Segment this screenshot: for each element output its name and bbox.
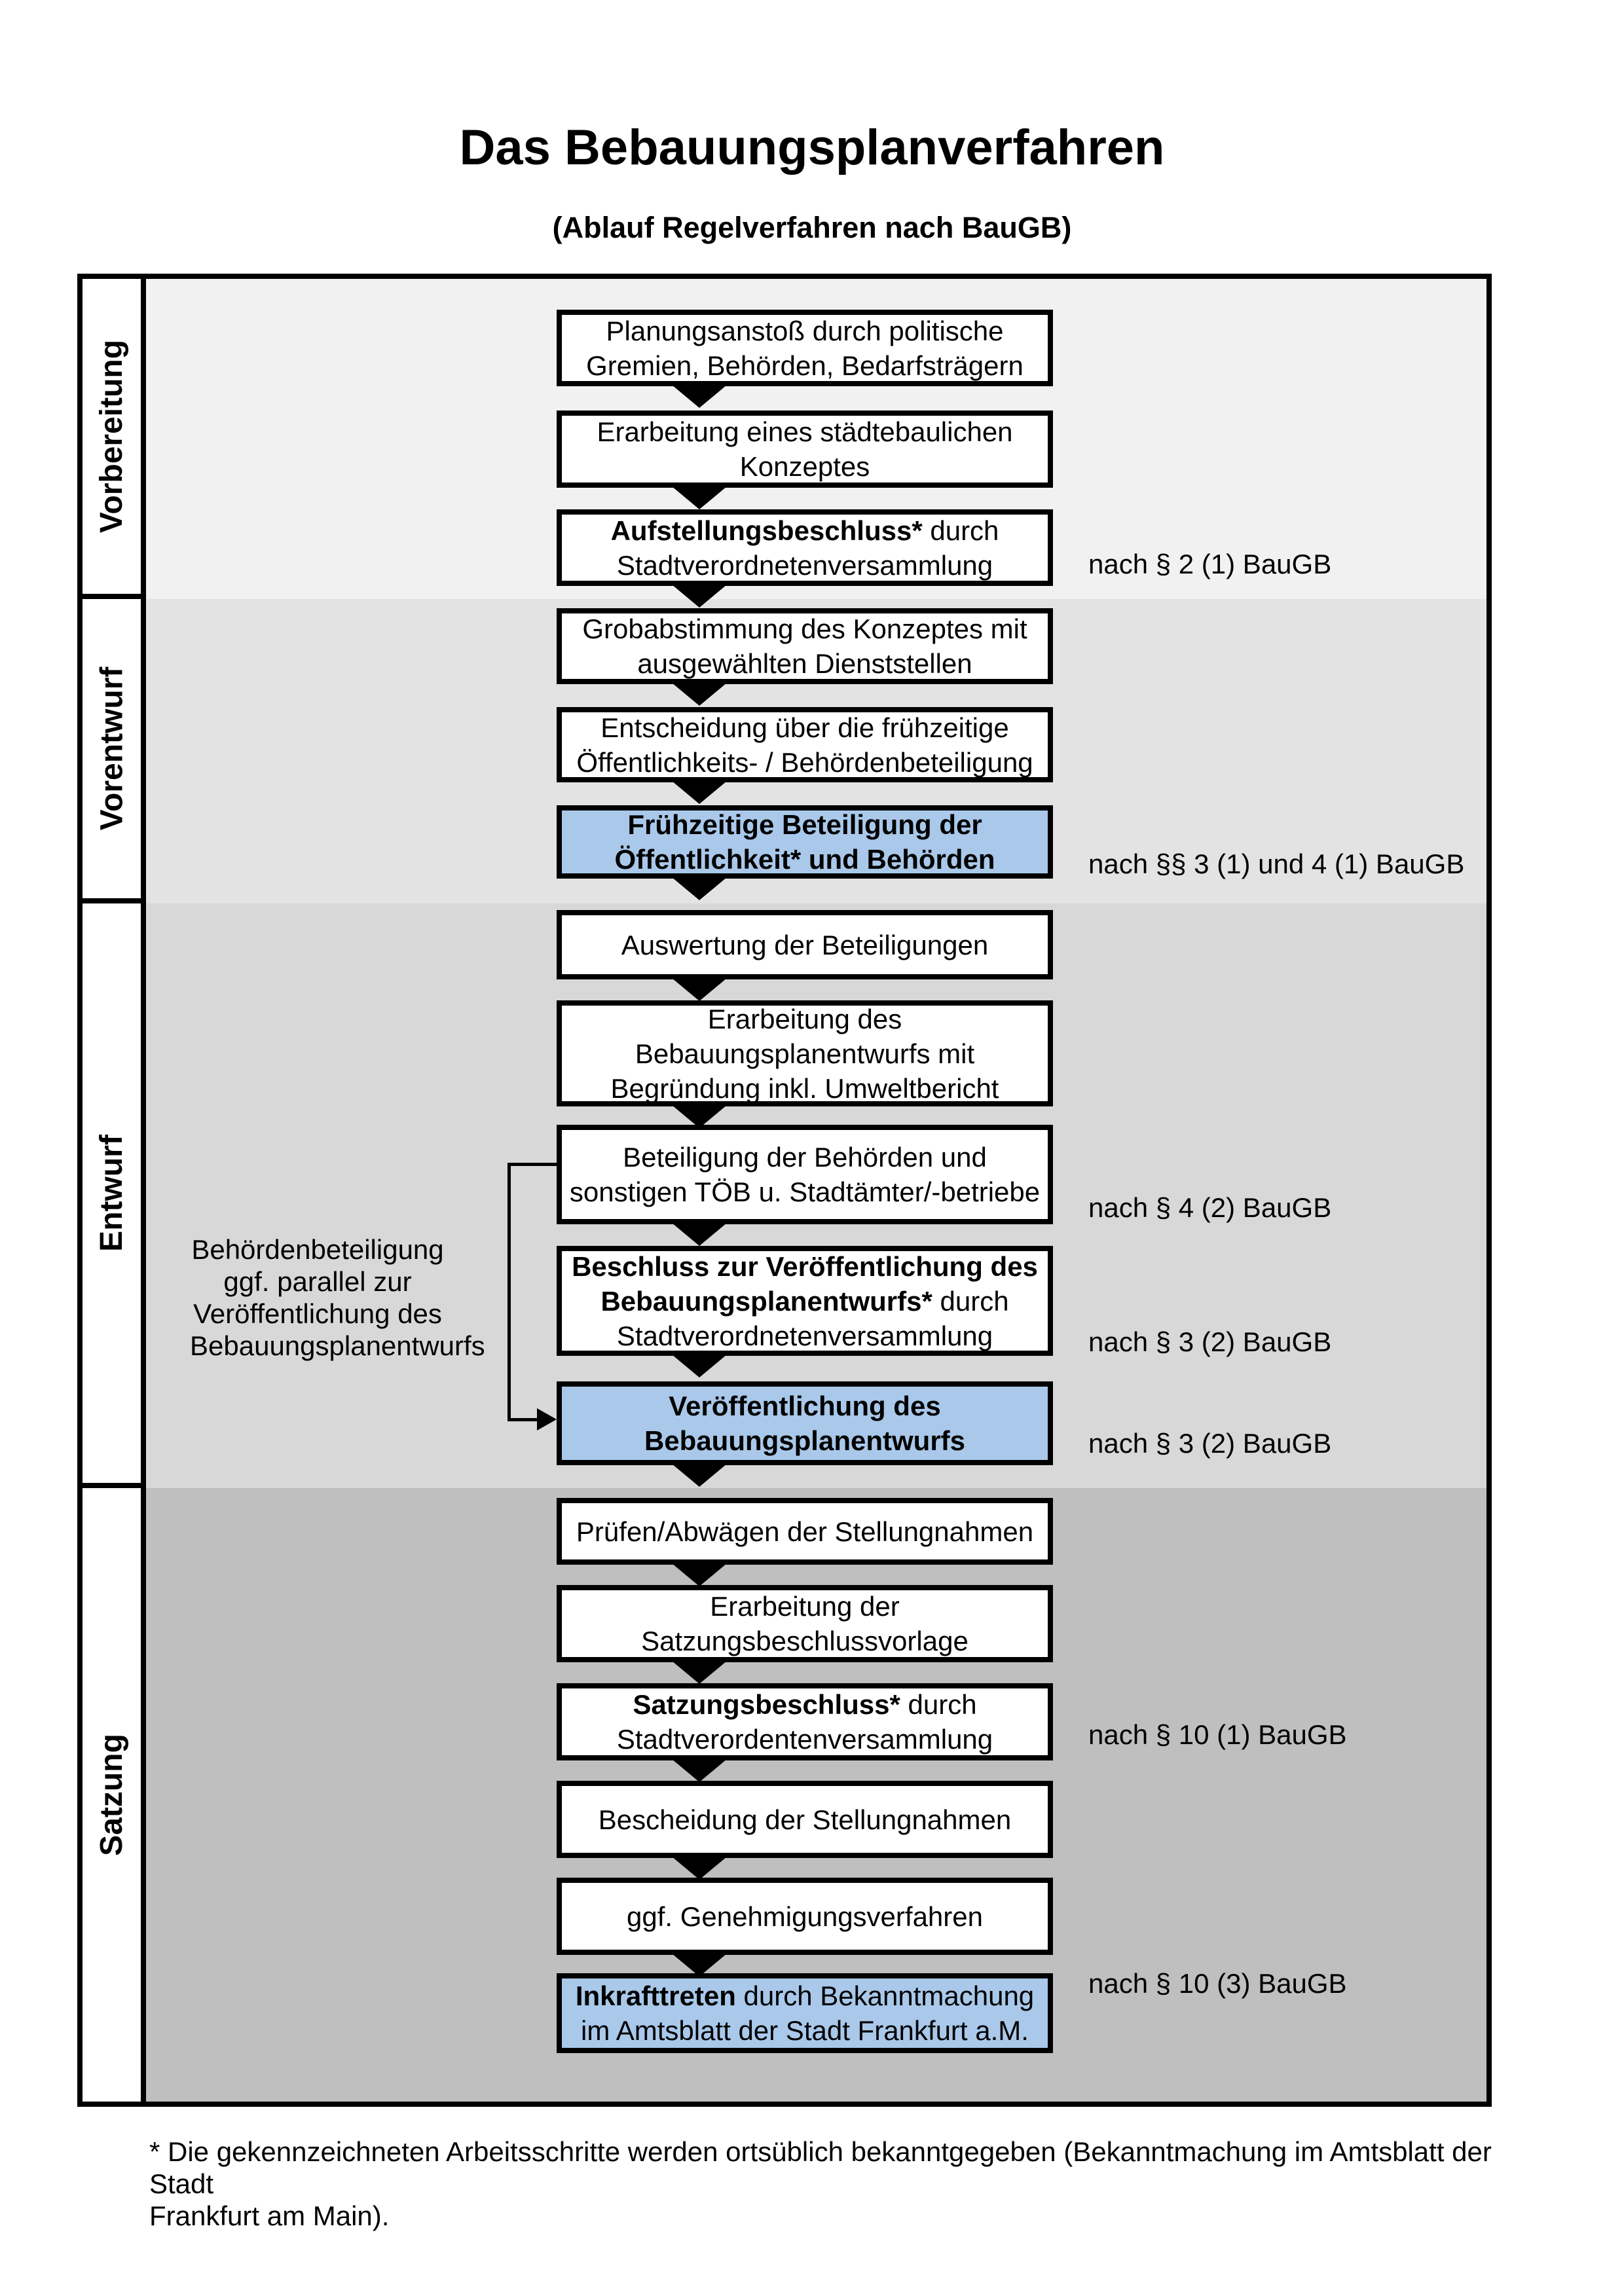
flow-arrow-down-icon bbox=[668, 778, 731, 804]
flow-arrow-down-icon bbox=[668, 1461, 731, 1487]
step-text: Beschluss zur Veröffentlichung des Bebau… bbox=[562, 1249, 1048, 1353]
step-plain-text: Bescheidung der Stellungnahmen bbox=[598, 1804, 1012, 1835]
step-text: Inkrafttreten durch Bekanntmachung im Am… bbox=[562, 1978, 1048, 2048]
flow-arrow-down-icon bbox=[668, 1658, 731, 1684]
flow-arrow-down-icon bbox=[668, 483, 731, 509]
connector-line bbox=[507, 1163, 557, 1166]
phase-cell-satzung: Satzung bbox=[83, 1488, 141, 2102]
phase-label-entwurf: Entwurf bbox=[94, 1135, 130, 1252]
legal-reference: nach § 3 (2) BauGB bbox=[1088, 1326, 1332, 1357]
step-text: Frühzeitige Beteiligung der Öffentlichke… bbox=[562, 807, 1048, 877]
step-box-aufstellungsbeschluss: Aufstellungsbeschluss* durch Stadtverord… bbox=[557, 509, 1053, 586]
step-box-auswertung: Auswertung der Beteiligungen bbox=[557, 910, 1053, 979]
step-box-entscheidung-beteiligung: Entscheidung über die frühzeitige Öffent… bbox=[557, 707, 1053, 782]
step-box-satzungsvorlage: Erarbeitung der Satzungsbeschlussvorlage bbox=[557, 1585, 1053, 1662]
footnote: * Die gekennzeichneten Arbeitsschritte w… bbox=[149, 2136, 1492, 2231]
flow-arrow-down-icon bbox=[668, 1102, 731, 1128]
step-plain-text: Prüfen/Abwägen der Stellungnahmen bbox=[576, 1516, 1034, 1547]
step-text: Aufstellungsbeschluss* durch Stadtverord… bbox=[562, 513, 1048, 583]
step-text: Planungsanstoß durch politische Gremien,… bbox=[562, 314, 1048, 383]
step-box-veroeffentlichungsbeschluss: Beschluss zur Veröffentlichung des Bebau… bbox=[557, 1246, 1053, 1356]
phase-label-satzung: Satzung bbox=[94, 1734, 129, 1856]
step-plain-text: durch Bekanntmachung im Amtsblatt der St… bbox=[581, 1980, 1035, 2046]
step-text: Bescheidung der Stellungnahmen bbox=[562, 1802, 1048, 1837]
flow-arrow-down-icon bbox=[668, 1756, 731, 1782]
step-box-inkrafttreten: Inkrafttreten durch Bekanntmachung im Am… bbox=[557, 1973, 1053, 2053]
step-plain-text: durch Stadtverordnetenversammlung bbox=[616, 515, 999, 581]
step-box-satzungsbeschluss: Satzungsbeschluss* durch Stadtverordente… bbox=[557, 1683, 1053, 1760]
step-text: Erarbeitung der Satzungsbeschlussvorlage bbox=[562, 1589, 1048, 1658]
step-text: Entscheidung über die frühzeitige Öffent… bbox=[562, 710, 1048, 780]
step-box-grobabstimmung: Grobabstimmung des Konzeptes mit ausgewä… bbox=[557, 608, 1053, 684]
connector-line bbox=[507, 1163, 511, 1421]
flow-arrow-down-icon bbox=[668, 874, 731, 900]
step-bold-text: Satzungsbeschluss* bbox=[633, 1689, 900, 1720]
legal-reference: nach § 10 (3) BauGB bbox=[1088, 1968, 1347, 1999]
step-plain-text: Erarbeitung der Satzungsbeschlussvorlage bbox=[641, 1591, 969, 1656]
step-plain-text: Auswertung der Beteiligungen bbox=[621, 929, 989, 960]
step-box-bescheidung: Bescheidung der Stellungnahmen bbox=[557, 1781, 1053, 1858]
phase-cell-vorentwurf: Vorentwurf bbox=[83, 599, 141, 903]
step-box-planungsanstoss: Planungsanstoß durch politische Gremien,… bbox=[557, 310, 1053, 386]
step-plain-text: durch Stadtverordentenversammlung bbox=[616, 1689, 993, 1755]
flow-arrow-down-icon bbox=[668, 1950, 731, 1977]
connector-arrow-right-icon bbox=[537, 1408, 557, 1430]
step-text: Auswertung der Beteiligungen bbox=[562, 928, 1048, 962]
phase-label-vorbereitung: Vorbereitung bbox=[94, 339, 129, 534]
flow-arrow-down-icon bbox=[668, 382, 731, 408]
step-plain-text: Erarbeitung des Bebauungsplanentwurfs mi… bbox=[610, 1003, 999, 1104]
phase-label-vorentwurf: Vorentwurf bbox=[94, 666, 129, 831]
flow-arrow-down-icon bbox=[668, 680, 731, 706]
step-plain-text: Planungsanstoß durch politische Gremien,… bbox=[586, 315, 1024, 381]
flow-arrow-down-icon bbox=[668, 1220, 731, 1246]
step-box-behoerdenbeteiligung: Beteiligung der Behörden und sonstigen T… bbox=[557, 1125, 1053, 1224]
step-bold-text: Aufstellungsbeschluss* bbox=[610, 515, 923, 546]
step-text: Satzungsbeschluss* durch Stadtverordente… bbox=[562, 1687, 1048, 1757]
step-box-entwurf-erarbeitung: Erarbeitung des Bebauungsplanentwurfs mi… bbox=[557, 1000, 1053, 1106]
step-plain-text: Entscheidung über die frühzeitige Öffent… bbox=[576, 712, 1033, 778]
step-box-pruefen-abwaegen: Prüfen/Abwägen der Stellungnahmen bbox=[557, 1498, 1053, 1565]
step-plain-text: Beteiligung der Behörden und sonstigen T… bbox=[569, 1142, 1041, 1207]
step-text: ggf. Genehmigungsverfahren bbox=[562, 1899, 1048, 1934]
step-box-veroeffentlichung: Veröffentlichung des Bebauungsplanentwur… bbox=[557, 1381, 1053, 1465]
step-bold-text: Veröffentlichung des Bebauungsplanentwur… bbox=[644, 1391, 966, 1456]
step-text: Erarbeitung eines städtebaulichen Konzep… bbox=[562, 414, 1048, 484]
step-bold-text: Frühzeitige Beteiligung der Öffentlichke… bbox=[614, 809, 995, 875]
step-bold-text: Beschluss zur Veröffentlichung des Bebau… bbox=[572, 1250, 1038, 1317]
step-bold-text: Inkrafttreten bbox=[575, 1980, 736, 2011]
flow-arrow-down-icon bbox=[668, 1853, 731, 1880]
legal-reference: nach § 2 (1) BauGB bbox=[1088, 549, 1332, 579]
phase-cell-entwurf: Entwurf bbox=[83, 903, 141, 1488]
phase-label-column: Vorbereitung Vorentwurf Entwurf Satzung bbox=[83, 279, 146, 2102]
step-box-fruehzeitige-beteiligung: Frühzeitige Beteiligung der Öffentlichke… bbox=[557, 805, 1053, 879]
connector-line bbox=[507, 1418, 540, 1421]
step-plain-text: Grobabstimmung des Konzeptes mit ausgewä… bbox=[582, 613, 1027, 679]
step-box-konzept-erarbeitung: Erarbeitung eines städtebaulichen Konzep… bbox=[557, 410, 1053, 488]
step-plain-text: durch Stadtverordnetenversammlung bbox=[616, 1285, 1009, 1351]
legal-reference: nach § 4 (2) BauGB bbox=[1088, 1192, 1332, 1223]
step-plain-text: Erarbeitung eines städtebaulichen Konzep… bbox=[597, 416, 1013, 482]
phase-cell-vorbereitung: Vorbereitung bbox=[83, 279, 141, 599]
step-text: Erarbeitung des Bebauungsplanentwurfs mi… bbox=[562, 1002, 1048, 1106]
flow-arrow-down-icon bbox=[668, 1560, 731, 1586]
step-plain-text: ggf. Genehmigungsverfahren bbox=[626, 1901, 983, 1932]
flow-arrow-down-icon bbox=[668, 975, 731, 1001]
diagram-title: Das Bebauungsplanverfahren bbox=[459, 120, 1165, 175]
step-text: Grobabstimmung des Konzeptes mit ausgewä… bbox=[562, 611, 1048, 681]
legal-reference: nach § 10 (1) BauGB bbox=[1088, 1719, 1347, 1750]
diagram-subtitle: (Ablauf Regelverfahren nach BauGB) bbox=[552, 211, 1072, 244]
legal-reference: nach § 3 (2) BauGB bbox=[1088, 1428, 1332, 1459]
flow-arrow-down-icon bbox=[668, 1351, 731, 1377]
step-text: Veröffentlichung des Bebauungsplanentwur… bbox=[562, 1389, 1048, 1458]
step-text: Prüfen/Abwägen der Stellungnahmen bbox=[562, 1514, 1048, 1549]
step-box-genehmigungsverfahren: ggf. Genehmigungsverfahren bbox=[557, 1878, 1053, 1955]
step-text: Beteiligung der Behörden und sonstigen T… bbox=[562, 1140, 1048, 1209]
legal-reference: nach §§ 3 (1) und 4 (1) BauGB bbox=[1088, 848, 1465, 879]
parallel-procedure-note: Behördenbeteiligung ggf. parallel zur Ve… bbox=[190, 1234, 485, 1361]
flow-arrow-down-icon bbox=[668, 581, 731, 608]
